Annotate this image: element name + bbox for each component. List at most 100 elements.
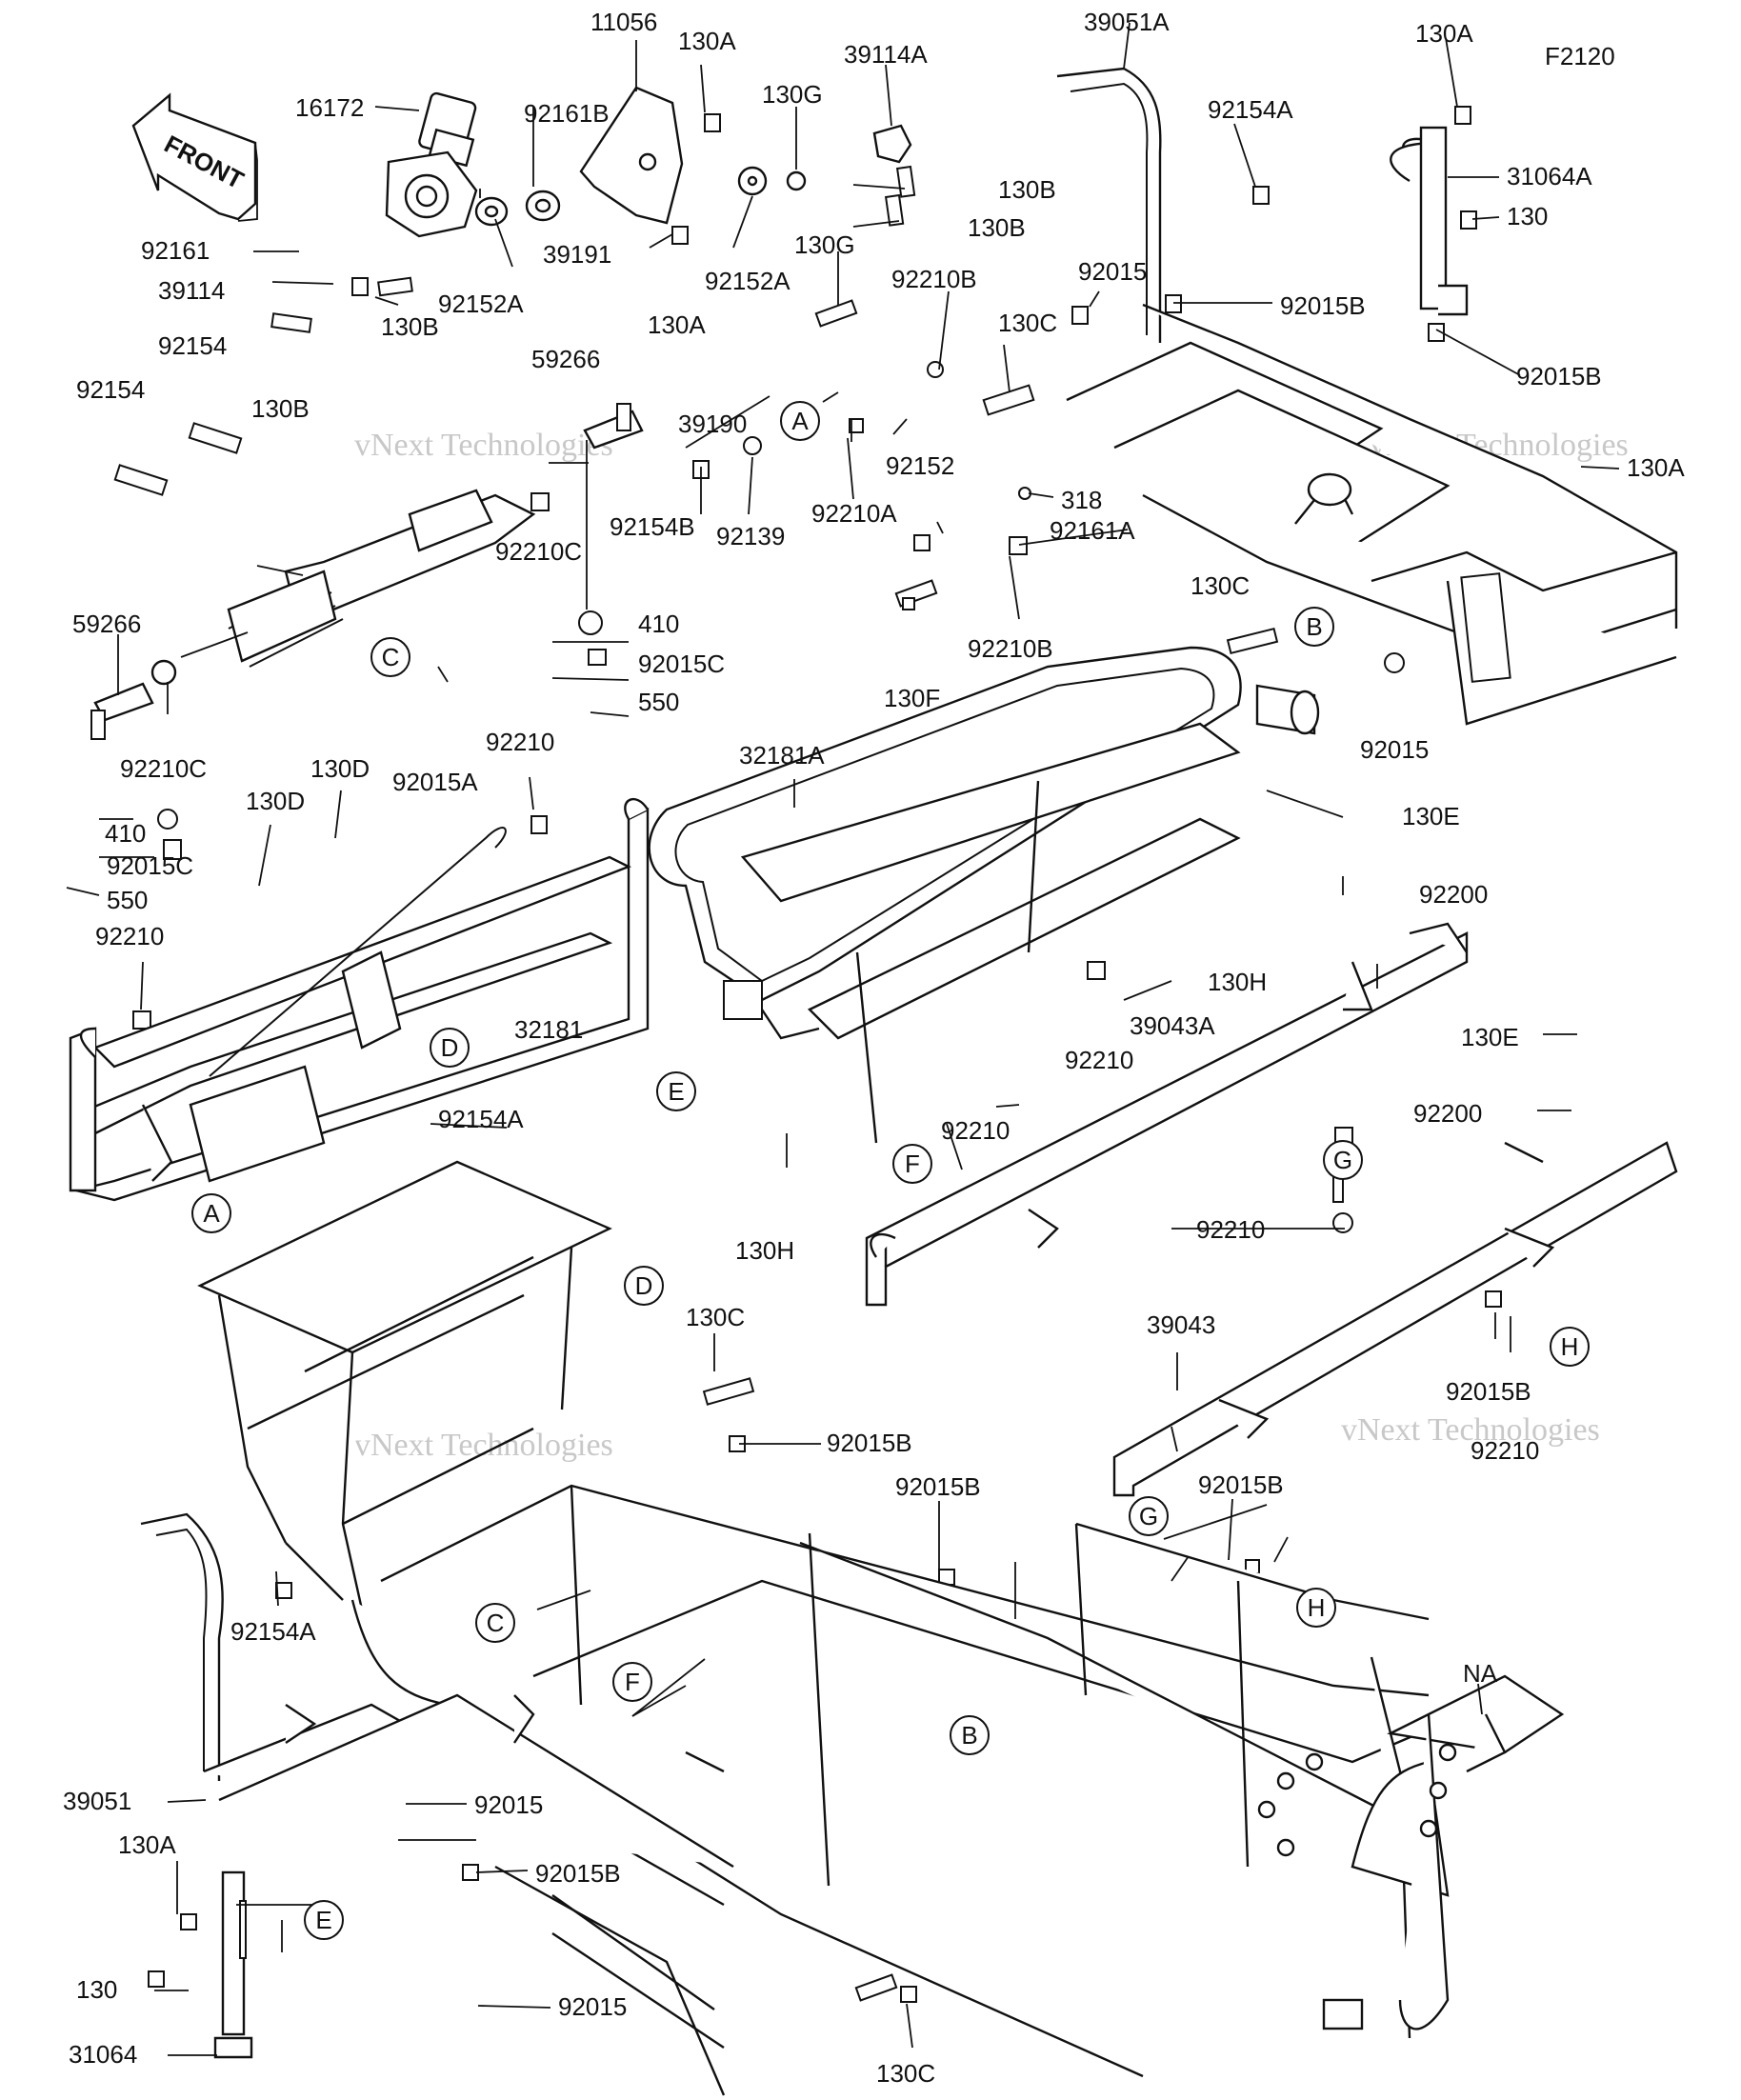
part-label: 92015 — [474, 1790, 543, 1819]
part-label: 92210C — [495, 537, 582, 566]
watermark-1: vNext Technologies — [354, 428, 613, 463]
callout-h-1 — [1550, 1327, 1590, 1367]
part-label: 130C — [1191, 571, 1250, 600]
callout-a-1-text: A — [791, 407, 809, 435]
watermark-group: vNext Technologies vNext Technologies vN… — [354, 428, 1629, 1463]
callout-f-2 — [612, 1662, 652, 1702]
part-label: 410 — [638, 610, 679, 638]
part-label: 92152 — [886, 451, 954, 480]
part-label: 92015 — [558, 1992, 627, 2021]
part-label: 130D — [310, 754, 370, 783]
callouts: A B C D E F G H A B C D E F G H — [191, 401, 1590, 1940]
part-label: 39043 — [1147, 1310, 1215, 1339]
part-label: 31064 — [69, 2040, 137, 2069]
part-label: 92210 — [941, 1116, 1010, 1145]
part-label: 92015 — [1078, 257, 1147, 286]
figure-code: F2120 — [1545, 42, 1615, 70]
part-label: 92161A — [1050, 516, 1135, 545]
bracket-31064a — [1390, 126, 1469, 316]
part-label: 92015B — [1516, 362, 1602, 390]
part-label: 92161 — [141, 236, 210, 265]
steering-rack — [150, 489, 536, 686]
part-label: 130A — [678, 27, 736, 55]
part-label: 92154A — [230, 1617, 316, 1646]
callout-c-1-text: C — [382, 643, 400, 671]
part-label: 130G — [794, 230, 855, 259]
callout-d-1 — [430, 1028, 470, 1068]
part-label: 130B — [998, 175, 1056, 204]
part-label: 92210B — [968, 634, 1053, 663]
part-label: 92154B — [610, 512, 695, 541]
leader-lines — [66, 22, 1620, 2056]
part-label: 92015B — [535, 1859, 621, 1888]
part-label: 92154 — [158, 331, 227, 360]
steering-motor-assembly — [385, 86, 807, 238]
part-label: 130A — [648, 310, 706, 339]
part-label: 410 — [105, 819, 146, 848]
watermark-3: vNext Technologies — [354, 1428, 613, 1463]
front-arrow-icon: FRONT — [131, 92, 258, 222]
part-label: 92200 — [1419, 880, 1488, 909]
part-label: 130F — [884, 684, 940, 712]
part-label: 92152A — [705, 267, 790, 295]
part-label: 92210 — [1065, 1046, 1133, 1074]
part-label: 130B — [251, 394, 310, 423]
callout-a-2-text: A — [203, 1199, 220, 1228]
callout-f-1 — [892, 1144, 932, 1184]
part-label: 130A — [1627, 453, 1685, 482]
part-label: 130C — [686, 1303, 745, 1331]
part-label: NA — [1463, 1659, 1498, 1688]
part-label: 92154A — [438, 1105, 524, 1133]
callout-f-1-text: F — [905, 1150, 920, 1178]
callout-b-2-text: B — [961, 1721, 977, 1750]
part-label: 92152A — [438, 290, 524, 318]
part-label: 92015C — [107, 851, 193, 880]
callout-b-1 — [1294, 607, 1334, 647]
part-label: 130E — [1402, 802, 1460, 830]
part-labels: F2120 11056 130A 130G 39114A 39051A 130A… — [63, 8, 1685, 2088]
part-label: 39051 — [63, 1787, 131, 1815]
part-label: 32181A — [739, 741, 825, 770]
frame-39051 — [197, 1160, 1565, 2078]
frame-32181a — [648, 646, 1320, 1144]
callout-c-1 — [370, 637, 410, 677]
part-label: 130D — [246, 787, 305, 815]
callout-h-1-text: H — [1561, 1332, 1579, 1361]
part-label: 130E — [1461, 1023, 1519, 1051]
part-label: 550 — [638, 688, 679, 716]
callout-e-2-text: E — [315, 1906, 331, 1934]
callout-h-2 — [1296, 1588, 1336, 1628]
callout-h-2-text: H — [1308, 1593, 1326, 1622]
part-label: 39114 — [158, 276, 225, 305]
part-label: 92161B — [524, 99, 610, 128]
rail-39043a — [865, 922, 1469, 1307]
callout-d-1-text: D — [441, 1033, 459, 1062]
part-label: 130B — [968, 213, 1026, 242]
part-label: 130 — [76, 1975, 117, 2004]
part-label: 92015C — [638, 650, 725, 678]
callout-d-2-text: D — [635, 1271, 653, 1300]
part-label: 318 — [1061, 486, 1102, 514]
part-label: 130G — [762, 80, 823, 109]
part-label: 39043A — [1130, 1011, 1215, 1040]
part-label: 130H — [735, 1236, 794, 1265]
part-label: 92210 — [95, 922, 164, 950]
callout-e-2 — [304, 1900, 344, 1940]
part-label: 92015 — [1360, 735, 1429, 764]
watermark-4: vNext Technologies — [1341, 1412, 1600, 1448]
part-label: 39051A — [1084, 8, 1170, 36]
frame-39051a — [1056, 67, 1678, 726]
part-label: 31064A — [1507, 162, 1592, 190]
part-label: 32181 — [514, 1015, 583, 1044]
part-label: 92015B — [1198, 1470, 1284, 1499]
callout-g-2-text: G — [1139, 1502, 1158, 1530]
frame-32181 — [69, 798, 650, 1202]
part-label: 92015B — [1446, 1377, 1531, 1406]
callout-g-2 — [1129, 1496, 1169, 1536]
part-label: 92015B — [895, 1472, 981, 1501]
callout-e-1-text: E — [668, 1077, 684, 1106]
part-label: 92015A — [392, 768, 478, 796]
callout-e-1 — [656, 1071, 696, 1111]
part-label: 92210 — [1196, 1215, 1265, 1244]
